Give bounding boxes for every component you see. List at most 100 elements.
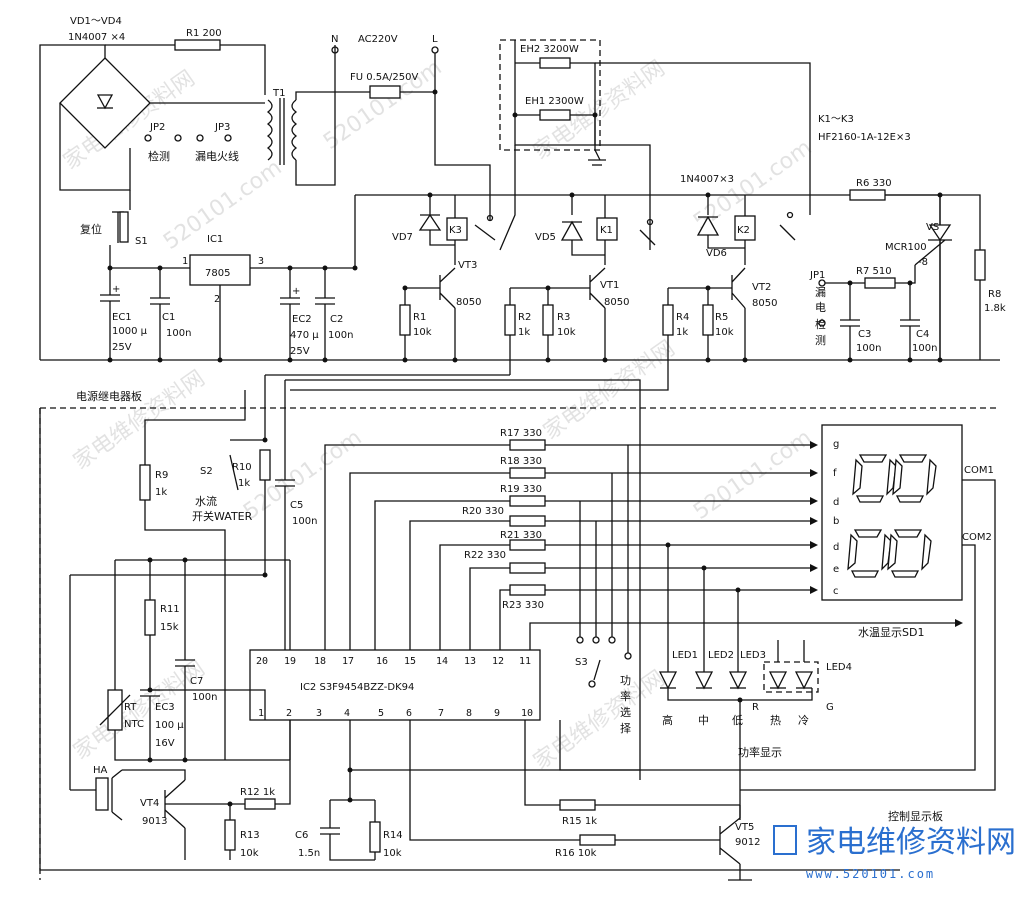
transistor-vt1 bbox=[548, 267, 606, 360]
label-gl2: 率 bbox=[620, 689, 631, 703]
label-r15: R15 1k bbox=[562, 816, 597, 827]
brand-url: www.520101.com bbox=[806, 867, 935, 881]
label-r10v: 1k bbox=[238, 478, 250, 489]
label-ec1-v2: 25V bbox=[112, 342, 132, 353]
label-jp2: JP2 bbox=[149, 122, 165, 133]
label-r13: R13 bbox=[240, 830, 260, 841]
label-c5: C5 bbox=[290, 500, 303, 511]
relay-k1-driver bbox=[560, 195, 656, 265]
label-com1: COM1 bbox=[964, 465, 994, 476]
label-r8: R8 bbox=[988, 289, 1001, 300]
switch-s3 bbox=[576, 636, 632, 688]
label-vt2: VT2 bbox=[752, 282, 771, 293]
label-gao: 高 bbox=[662, 713, 673, 727]
label-r20: R20 330 bbox=[462, 506, 504, 517]
label-vt1: VT1 bbox=[600, 280, 619, 291]
ic2-pin-top: 15 bbox=[404, 656, 416, 667]
ic2-pin-bottom: 4 bbox=[344, 708, 350, 719]
transistor-vt5 bbox=[719, 805, 752, 881]
label-k-range: K1～K3 bbox=[818, 114, 854, 125]
resistor-r10 bbox=[259, 449, 271, 481]
label-ec2: EC2 bbox=[292, 314, 312, 325]
label-r14: R14 bbox=[383, 830, 403, 841]
label-seg-f: f bbox=[833, 468, 837, 479]
ic2-pin-bottom: 1 bbox=[258, 708, 264, 719]
label-gl4: 择 bbox=[620, 721, 631, 735]
label-led2: LED2 bbox=[708, 650, 734, 661]
ic2-pin-top: 14 bbox=[436, 656, 448, 667]
label-mcr8: -8 bbox=[918, 257, 928, 268]
heater-box bbox=[499, 39, 601, 151]
ic2-pin-bottom: 3 bbox=[316, 708, 322, 719]
relay-k2-driver bbox=[696, 195, 796, 265]
label-seg-c: c bbox=[833, 586, 839, 597]
label-vt3: VT3 bbox=[458, 260, 477, 271]
label-r1b: R1 bbox=[413, 312, 426, 323]
label-ic2: IC2 S3F9454BZZ-DK94 bbox=[300, 682, 414, 693]
label-r3: R3 bbox=[557, 312, 570, 323]
ic2-pin-top: 18 bbox=[314, 656, 326, 667]
label-r19: R19 330 bbox=[500, 484, 542, 495]
ic2-pin-top: 12 bbox=[492, 656, 504, 667]
label-ec3-v1: 100 μ bbox=[155, 720, 184, 731]
resistor-r6 bbox=[849, 189, 886, 201]
label-led-r: R bbox=[752, 702, 759, 713]
label-r10: R10 bbox=[232, 462, 252, 473]
ic1-7805 bbox=[189, 254, 251, 286]
watermark-text: 家电维修资料网 bbox=[69, 656, 210, 765]
ic2-pin-top: 16 bbox=[376, 656, 388, 667]
label-c7: C7 bbox=[190, 676, 203, 687]
resistor-r1 bbox=[174, 39, 221, 51]
label-vd-type: 1N4007 ×4 bbox=[68, 32, 125, 43]
label-vd5: VD5 bbox=[535, 232, 556, 243]
label-seg-e: e bbox=[833, 564, 839, 575]
label-r9: R9 bbox=[155, 470, 168, 481]
segment-wires bbox=[324, 444, 810, 650]
label-ld1: 漏 bbox=[815, 286, 826, 299]
label-seg-g: g bbox=[833, 439, 839, 450]
label-rt: RT bbox=[124, 702, 137, 713]
label-ic1-p2: 2 bbox=[214, 294, 220, 305]
label-k1: K1 bbox=[600, 225, 613, 236]
label-r4v: 1k bbox=[676, 327, 688, 338]
label-vd7: VD7 bbox=[392, 232, 413, 243]
label-jiance: 检测 bbox=[148, 149, 170, 163]
label-r1: R1 200 bbox=[186, 28, 222, 39]
label-eh1: EH1 2300W bbox=[525, 96, 584, 107]
label-ld4: 测 bbox=[815, 334, 826, 347]
label-ic1-part: 7805 bbox=[205, 268, 230, 279]
segment-resistors bbox=[509, 439, 546, 596]
label-water1: 水流 bbox=[195, 494, 217, 508]
resistor-r5 bbox=[702, 304, 714, 336]
brand-logo: 家电维修资料网 www.520101.com bbox=[773, 825, 1016, 881]
ic2-pin-top: 17 bbox=[342, 656, 354, 667]
ic2-pin-bottom: 2 bbox=[286, 708, 292, 719]
label-ec3: EC3 bbox=[155, 702, 175, 713]
label-t1: T1 bbox=[272, 88, 285, 99]
transformer-t1 bbox=[266, 98, 298, 165]
resistor-r9 bbox=[139, 464, 151, 501]
resistor-r12 bbox=[244, 798, 276, 810]
label-seg-b: b bbox=[833, 516, 839, 527]
label-r11: R11 bbox=[160, 604, 180, 615]
resistor-r15 bbox=[559, 799, 596, 811]
label-c3: C3 bbox=[858, 329, 871, 340]
label-zhong: 中 bbox=[698, 714, 709, 727]
label-power-board: 电源继电器板 bbox=[76, 389, 142, 403]
label-loudian: 漏电火线 bbox=[195, 149, 239, 163]
label-n: N bbox=[331, 34, 338, 45]
ic2-pin-bottom: 5 bbox=[378, 708, 384, 719]
bridge-rectifier bbox=[59, 57, 151, 149]
label-c7v: 100n bbox=[192, 692, 217, 703]
label-r12: R12 1k bbox=[240, 787, 275, 798]
label-leng: 冷 bbox=[798, 714, 809, 727]
brand-name: 家电维修资料网 bbox=[806, 825, 1016, 860]
label-eh2: EH2 3200W bbox=[520, 44, 579, 55]
label-vt1-part: 8050 bbox=[604, 297, 629, 308]
label-gl1: 功 bbox=[620, 674, 631, 687]
label-ac: AC220V bbox=[358, 34, 398, 45]
label-c6: C6 bbox=[295, 830, 308, 841]
label-ec1-v1: 1000 μ bbox=[112, 326, 148, 337]
ic2-pin-bottom: 10 bbox=[521, 708, 533, 719]
